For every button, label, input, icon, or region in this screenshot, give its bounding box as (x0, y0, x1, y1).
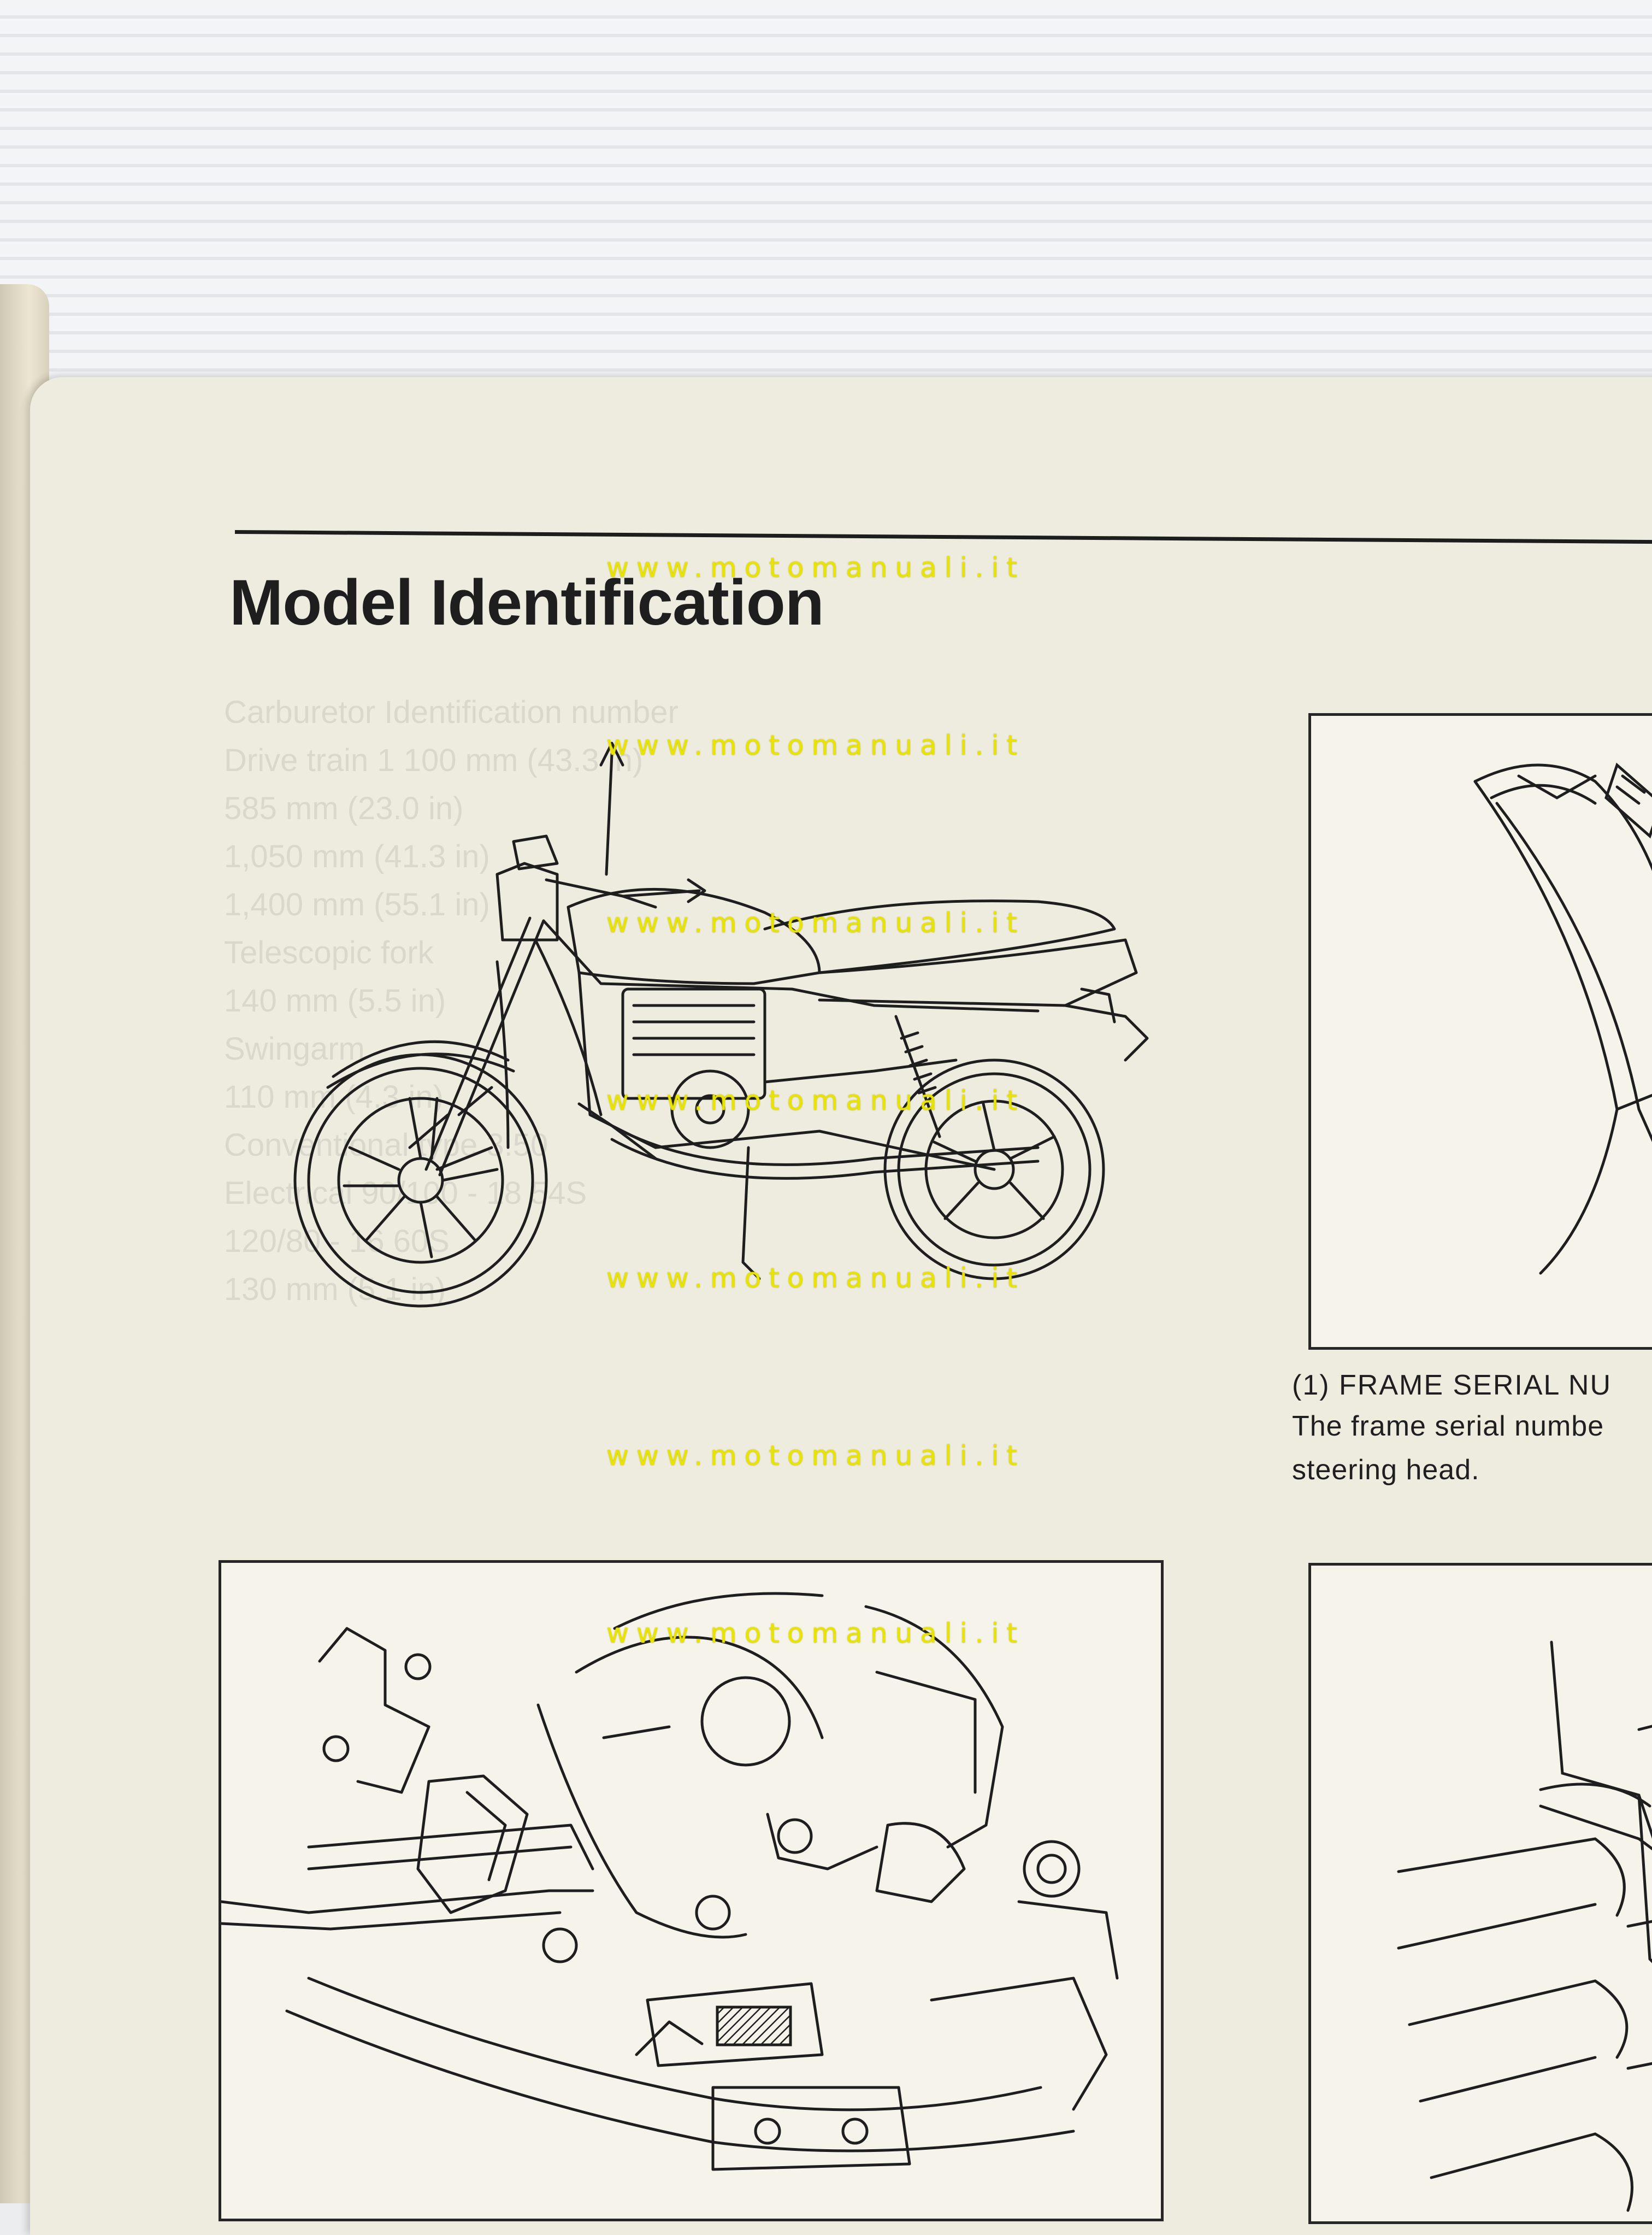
fork-detail-illustration-icon (1397, 1640, 1652, 2212)
motorcycle-illustration-icon (273, 732, 1202, 1322)
ghost-line: Swingarm (224, 1031, 365, 1067)
watermark-text: www.motomanuali.it (606, 1440, 1025, 1472)
ghost-line: 585 mm (23.0 in) (224, 791, 464, 826)
ghost-line: 130 mm (5.1 in) (224, 1272, 446, 1307)
ghost-line: Electrical 90/100 - 18 54S (224, 1175, 587, 1211)
watermark-text: www.motomanuali.it (606, 1618, 1025, 1649)
engine-closeup-illustration-icon (221, 1592, 1119, 2171)
figure-caption-label: (1) FRAME SERIAL NU (1292, 1369, 1612, 1401)
fork-detail-figure (1308, 1563, 1652, 2224)
figure-caption-text: steering head. (1292, 1454, 1480, 1486)
ghost-line: Telescopic fork (224, 935, 434, 971)
watermark-text: www.motomanuali.it (606, 552, 1025, 584)
ghost-line: 1,400 mm (55.1 in) (224, 887, 490, 922)
engine-number-plate-icon (716, 2005, 792, 2046)
figure-caption-text: The frame serial numbe (1292, 1410, 1604, 1442)
ghost-line: 1,050 mm (41.3 in) (224, 839, 490, 874)
watermark-text: www.motomanuali.it (606, 1262, 1025, 1294)
ghost-line: Drive train 1 100 mm (43.3 in) (224, 743, 644, 778)
page-title: Model Identification (229, 567, 824, 639)
watermark-text: www.motomanuali.it (606, 730, 1025, 761)
engine-number-figure (219, 1560, 1164, 2221)
watermark-text: www.motomanuali.it (606, 1085, 1025, 1116)
ghost-line: Carburetor Identification number (224, 695, 678, 730)
ghost-line: 140 mm (5.5 in) (224, 983, 446, 1019)
frame-detail-illustration-icon (1473, 762, 1652, 1275)
frame-serial-figure (1308, 713, 1652, 1350)
watermark-text: www.motomanuali.it (606, 907, 1025, 939)
